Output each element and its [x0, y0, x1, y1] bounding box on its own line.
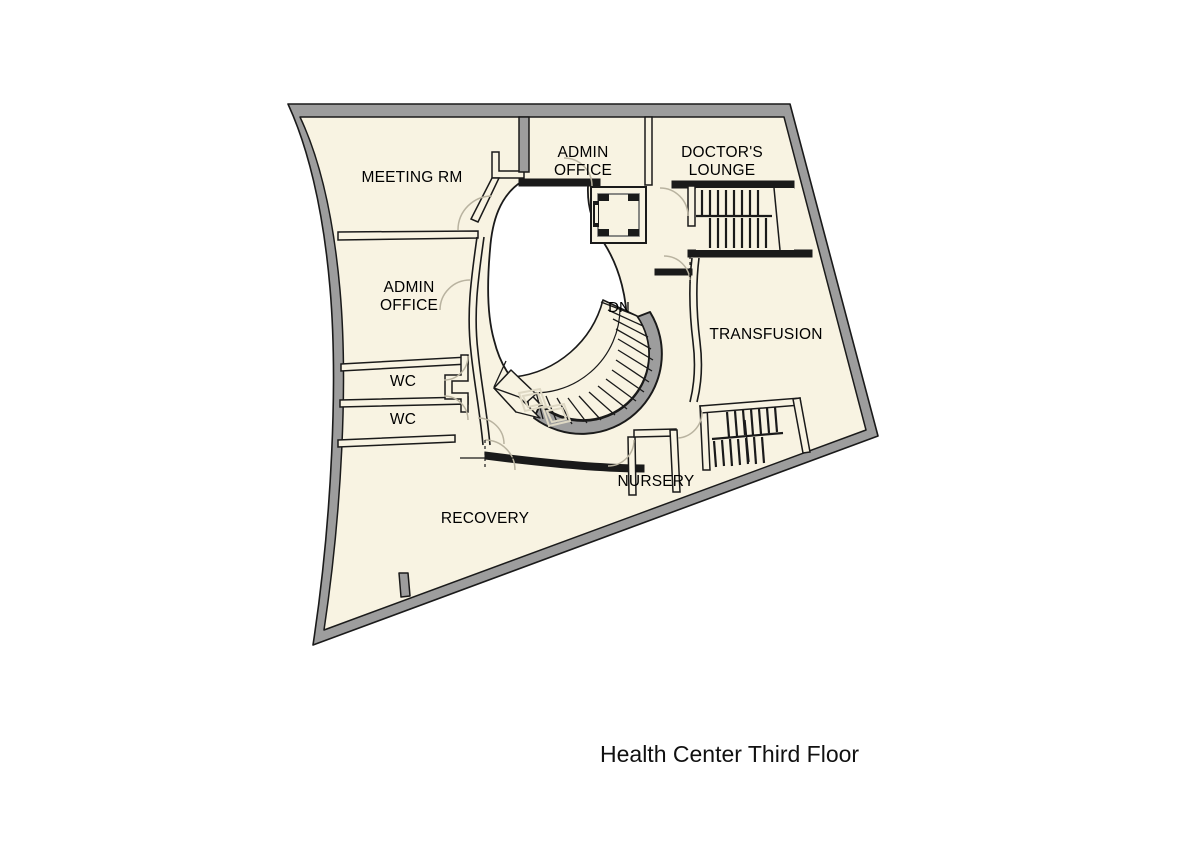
partition-stair-lounge-left: [687, 185, 696, 227]
room-label-wc-1: WC: [390, 373, 416, 390]
stair-nursery-lower-treads: [712, 436, 766, 468]
stair-lounge-upper-treads: [700, 190, 760, 215]
door-arc-wc-2: [443, 395, 469, 421]
elevator-corner-tr: [628, 194, 639, 201]
partition-nursery-west: [627, 436, 637, 496]
partition-meeting-admin2: [518, 116, 530, 173]
door-arc-transfusion: [663, 255, 691, 283]
partition-nursery-east: [669, 429, 681, 493]
room-label-recovery: RECOVERY: [441, 510, 529, 527]
partition-admin2-lounge: [644, 116, 653, 186]
plan-caption: Health Center Third Floor: [600, 741, 859, 767]
partition-meeting-admin: [337, 230, 479, 241]
room-label-nursery: NURSERY: [618, 473, 695, 490]
elevator-corner-tl: [598, 194, 609, 201]
partition-wc-recovery: [337, 434, 456, 448]
door-symbols: [439, 157, 703, 471]
wall-stub-lower: [398, 572, 411, 598]
partition-transfusion-north: [687, 249, 813, 258]
stair-nursery: [711, 406, 784, 468]
room-label-admin-office-2-line1: ADMIN: [558, 144, 609, 161]
room-label-doctors-lounge-line2: LOUNGE: [689, 162, 756, 179]
door-arc-meeting-rm: [457, 195, 493, 231]
partition-atrium-top: [518, 178, 601, 187]
room-label-meeting-rm: MEETING RM: [361, 169, 462, 186]
partition-transfusion-west-inner: [695, 257, 703, 403]
room-label-wc-2: WC: [390, 411, 416, 428]
door-arc-admin-office-2: [563, 157, 593, 187]
room-label-transfusion: TRANSFUSION: [709, 326, 822, 343]
stair-lounge-lower-treads: [708, 218, 768, 248]
furniture-chair-1: [517, 387, 548, 413]
elevator-shaft: [590, 186, 647, 244]
partition-corridor-curve: [468, 236, 484, 446]
furniture-chair-1-inner: [521, 391, 544, 409]
door-arc-recovery: [484, 439, 516, 471]
lobby-furniture: [517, 387, 572, 428]
partition-lobby-diagonal: [469, 177, 501, 223]
elevator-corner-bl: [598, 229, 609, 236]
partition-transfusion-door-head: [654, 268, 693, 276]
stair-nursery-landing: [711, 431, 784, 441]
door-arc-doctors-lounge: [659, 187, 689, 217]
door-arc-nursery: [607, 439, 635, 467]
furniture-chair-2-inner: [545, 406, 568, 424]
room-label-doctors-lounge-line1: DOCTOR'S: [681, 144, 763, 161]
elevator-corner-br: [628, 229, 639, 236]
stair-doctors-lounge: [696, 187, 794, 251]
door-arc-admin-office-left: [439, 279, 471, 311]
partition-recovery-north: [484, 451, 645, 473]
furniture-chair-2: [541, 402, 572, 428]
stair-nursery-upper-treads: [725, 406, 779, 438]
door-arc-wc-1: [443, 355, 469, 381]
stair-direction-label-dn: DN: [608, 299, 630, 316]
room-labels: MEETING RM ADMIN OFFICE ADMIN OFFICE DOC…: [361, 144, 822, 527]
elevator-door-leaf: [595, 205, 598, 223]
partition-nursery-stair-east: [792, 397, 811, 454]
room-label-admin-office-1-line2: OFFICE: [380, 297, 438, 314]
interior-partitions: [337, 116, 813, 496]
door-arc-atrium-lower-left: [477, 417, 505, 445]
door-arc-nursery-stair: [677, 411, 703, 439]
stair-lounge-right-edge: [773, 187, 781, 251]
room-label-admin-office-2-line2: OFFICE: [554, 162, 612, 179]
partition-wc-right-notch: [444, 354, 469, 413]
room-label-admin-office-1-line1: ADMIN: [384, 279, 435, 296]
stair-nursery-rail: [744, 419, 750, 463]
partition-corridor-curve-inner: [475, 236, 491, 446]
